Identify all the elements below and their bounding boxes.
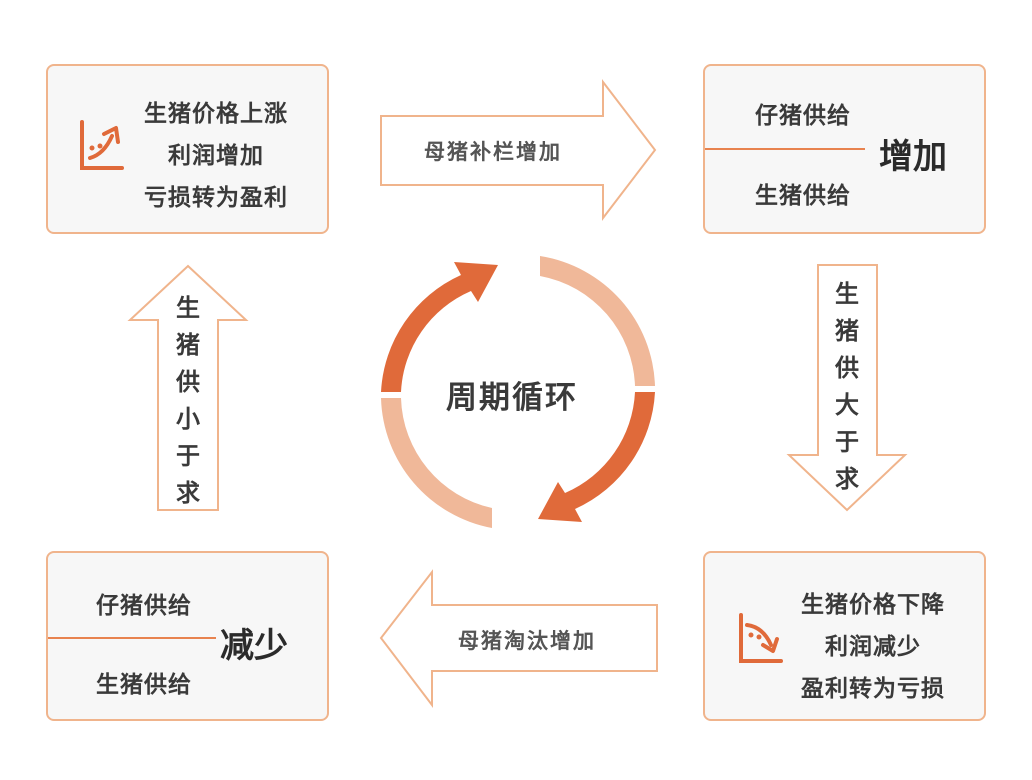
price-fall-panel: 生猪价格下降 利润减少 盈利转为亏损 — [703, 551, 986, 721]
hog-supply-label: 生猪供给 — [755, 183, 851, 209]
cycle-ring — [381, 256, 655, 528]
cycle-segment-top-right — [540, 256, 655, 386]
oversupply-char: 于 — [835, 428, 859, 456]
undersupply-char: 小 — [176, 405, 200, 433]
piglet-supply-label: 仔猪供给 — [96, 593, 192, 619]
price-rise-panel: 生猪价格上涨 利润增加 亏损转为盈利 — [46, 64, 329, 234]
decrease-label: 减少 — [220, 626, 288, 666]
undersupply-label: 生 猪 供 小 于 求 — [173, 290, 203, 512]
panel-line: 亏损转为盈利 — [144, 185, 288, 211]
undersupply-char: 供 — [176, 368, 200, 396]
panel-divider — [48, 637, 216, 639]
cycle-arrow-top-left — [381, 262, 498, 392]
cycle-label: 周期循环 — [446, 380, 578, 416]
supply-increase-panel: 仔猪供给 生猪供给 增加 — [703, 64, 986, 234]
panel-divider — [705, 148, 865, 150]
panel-line: 生猪价格上涨 — [144, 101, 288, 127]
rising-trend-icon — [80, 120, 124, 170]
panel-line: 生猪价格下降 — [801, 592, 945, 618]
undersupply-char: 于 — [176, 442, 200, 470]
falling-trend-icon — [739, 613, 783, 663]
right-arrow-shape — [380, 79, 657, 221]
left-arrow-shape — [379, 569, 658, 708]
oversupply-label: 生 猪 供 大 于 求 — [832, 276, 862, 498]
oversupply-char: 求 — [835, 465, 859, 493]
panel-line: 盈利转为亏损 — [801, 676, 945, 702]
cycle-arrow-bottom-right — [538, 392, 655, 522]
oversupply-char: 供 — [835, 354, 859, 382]
oversupply-char: 大 — [835, 391, 859, 419]
panel-line: 利润减少 — [825, 634, 921, 660]
undersupply-char: 生 — [176, 294, 200, 322]
up-arrow-shape — [127, 264, 249, 511]
undersupply-char: 求 — [176, 479, 200, 507]
sow-cull-label: 母猪淘汰增加 — [458, 629, 596, 653]
oversupply-char: 猪 — [835, 317, 859, 345]
increase-label: 增加 — [879, 137, 947, 177]
cycle-segment-bottom-left — [381, 398, 492, 528]
sow-restock-label: 母猪补栏增加 — [424, 140, 562, 164]
down-arrow-shape — [786, 264, 908, 512]
supply-decrease-panel: 仔猪供给 生猪供给 减少 — [46, 551, 329, 721]
panel-line: 利润增加 — [168, 143, 264, 169]
oversupply-char: 生 — [835, 280, 859, 308]
undersupply-char: 猪 — [176, 331, 200, 359]
hog-supply-label: 生猪供给 — [96, 672, 192, 698]
piglet-supply-label: 仔猪供给 — [755, 103, 851, 129]
